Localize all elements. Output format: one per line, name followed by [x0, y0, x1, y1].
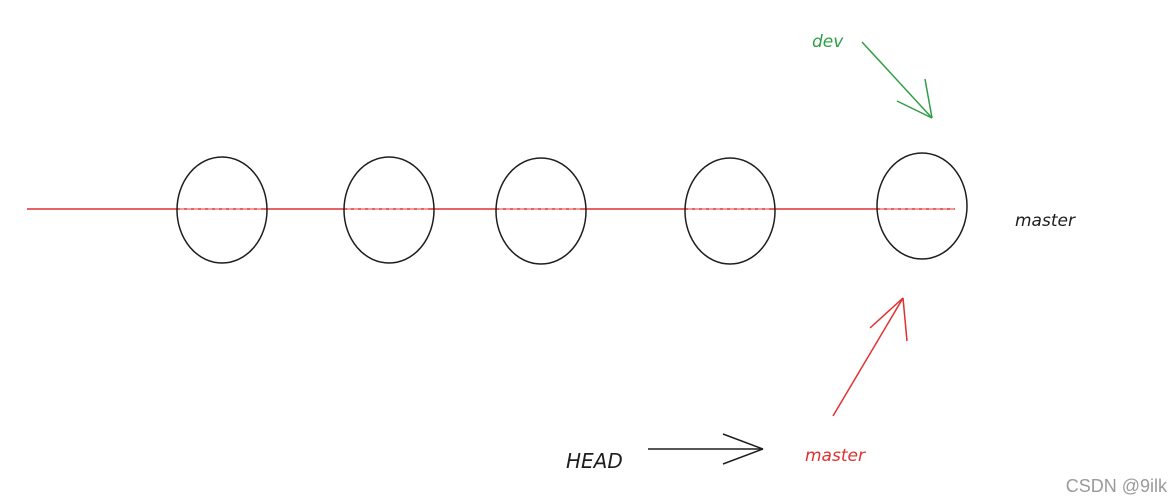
watermark-text: CSDN @9ilk [1065, 476, 1167, 496]
commit-node-4 [684, 157, 776, 265]
master-pointer-label: master [805, 446, 866, 466]
commit-node-2 [343, 156, 435, 264]
commit-node-1 [176, 156, 268, 264]
head-label: HEAD [566, 449, 623, 473]
commit-node-3 [495, 157, 587, 265]
dev-label: dev [812, 32, 844, 52]
commit-node-5 [876, 152, 968, 260]
dev-arrow [861, 41, 933, 119]
head-arrow [648, 433, 764, 465]
master-branch-label: master [1015, 211, 1076, 231]
master-pointer-arrow [832, 297, 908, 417]
